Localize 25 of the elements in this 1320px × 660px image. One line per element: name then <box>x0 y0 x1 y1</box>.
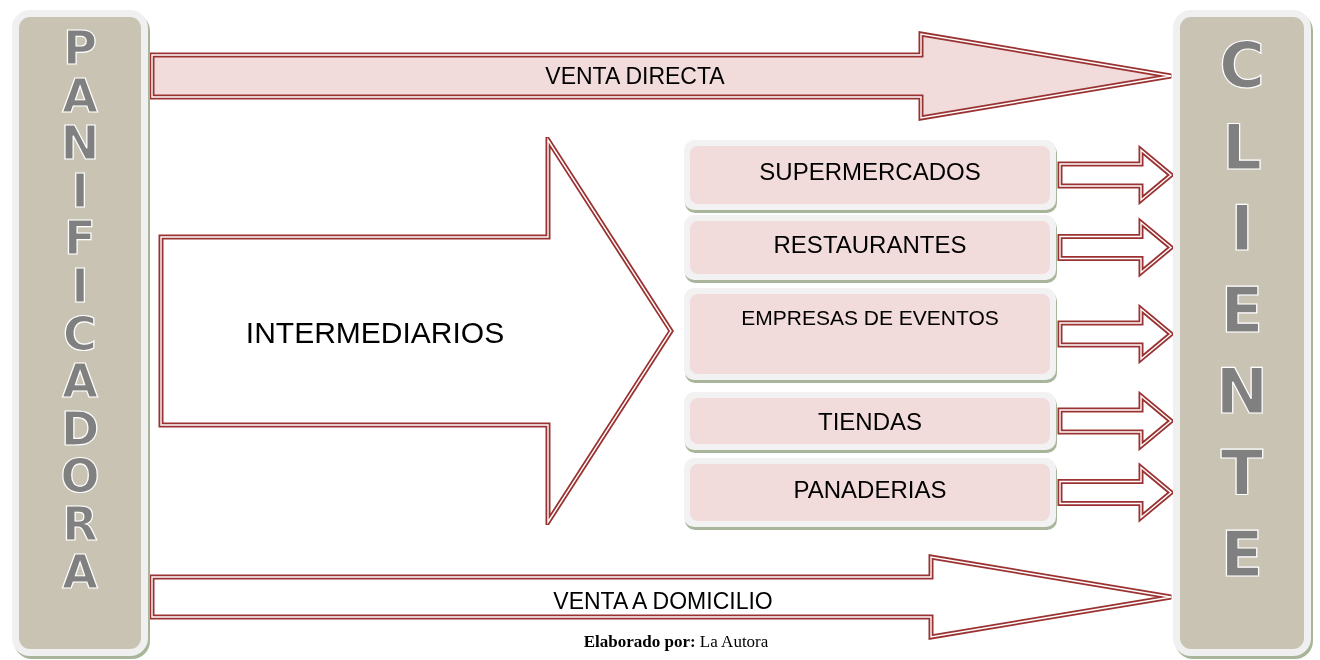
category-card <box>684 458 1056 527</box>
block-arrow <box>1057 462 1175 523</box>
caption: Elaborado por: La Autora <box>583 632 769 652</box>
block-arrow <box>149 554 1174 640</box>
block-arrow <box>149 31 1174 121</box>
category-card <box>684 215 1056 280</box>
category-card <box>684 140 1056 210</box>
vertical-title: CLIENTE <box>1215 28 1269 593</box>
block-arrow <box>1057 303 1175 365</box>
card-label: PANADERIAS <box>793 476 947 504</box>
vertical-title: PANIFICADORA <box>59 25 101 597</box>
card-label: TIENDAS <box>818 408 922 436</box>
block-arrow <box>1057 144 1175 206</box>
vertical-title-panel <box>1173 10 1311 656</box>
vertical-title-panel <box>12 10 148 656</box>
block-arrow <box>1057 217 1175 278</box>
category-card <box>684 392 1056 450</box>
card-label: EMPRESAS DE EVENTOS <box>741 306 999 330</box>
block-arrow <box>1057 390 1175 452</box>
edge-label: VENTA DIRECTA <box>545 62 725 90</box>
card-label: RESTAURANTES <box>773 231 967 259</box>
card-label: SUPERMERCADOS <box>759 158 981 186</box>
category-card <box>684 288 1056 380</box>
arrow-label: INTERMEDIARIOS <box>245 316 505 350</box>
edge-label: VENTA A DOMICILIO <box>553 587 773 615</box>
